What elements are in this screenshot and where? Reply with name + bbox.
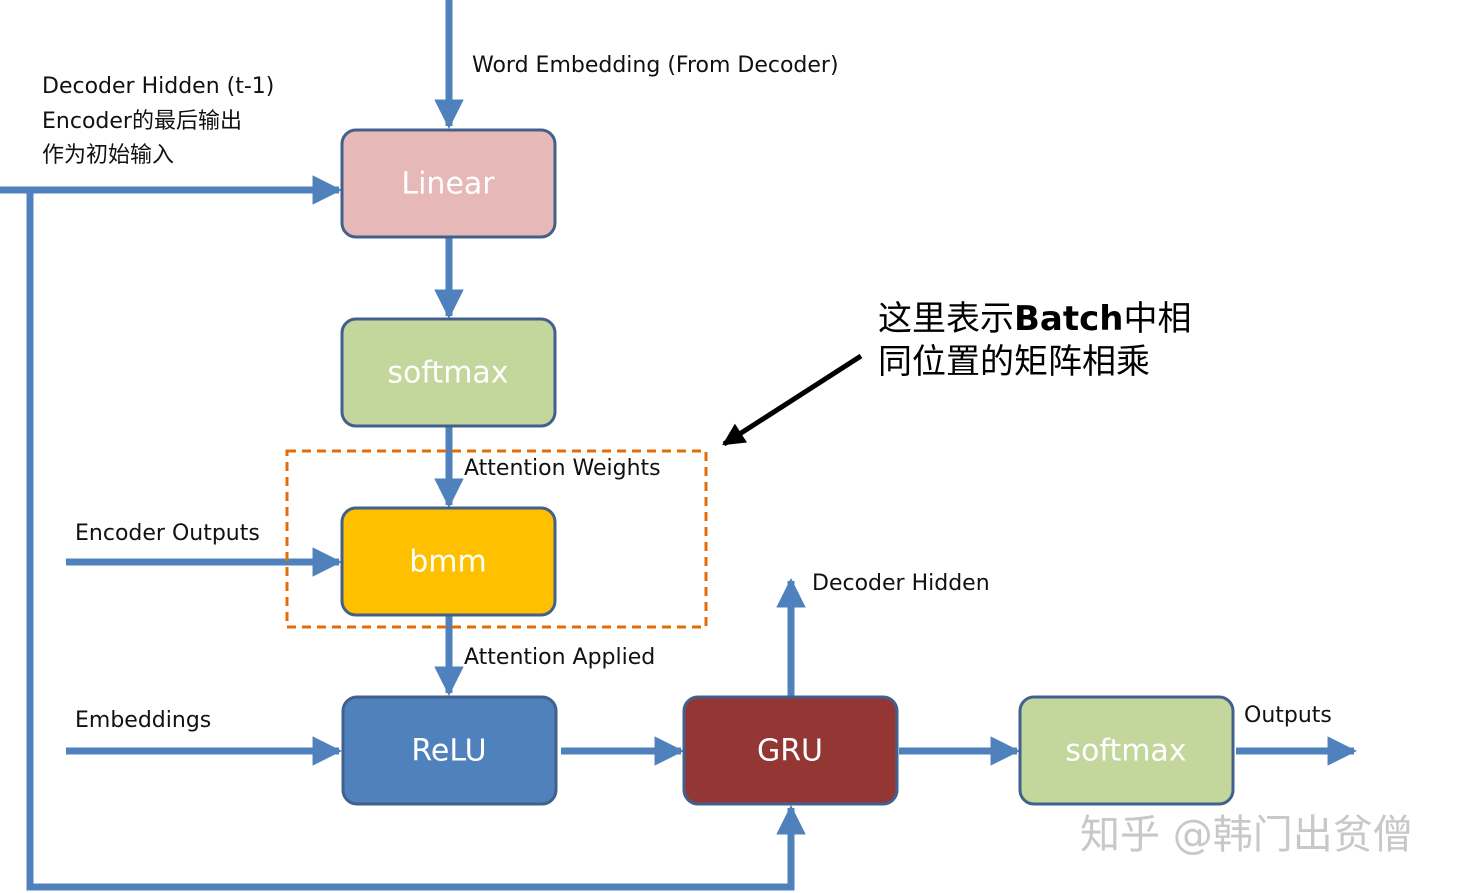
node-bmm: bmm bbox=[340, 506, 557, 617]
bmm-label: bmm bbox=[409, 545, 487, 580]
linear-box bbox=[340, 128, 557, 239]
label-decoder-hidden-out: Decoder Hidden bbox=[812, 571, 990, 596]
node-softmax-top: softmax bbox=[340, 317, 557, 428]
linear-label: Linear bbox=[401, 167, 495, 202]
label-decoder-hidden-in-3: 作为初始输入 bbox=[42, 143, 174, 168]
label-decoder-hidden-in-1: Decoder Hidden (t-1) bbox=[42, 74, 274, 99]
gru-box bbox=[682, 695, 899, 806]
flow-arrows bbox=[0, 0, 1357, 891]
gru-label: GRU bbox=[757, 734, 823, 769]
annotation-line-1-prefix: 这里表示 bbox=[878, 299, 1014, 339]
softmax-out-label: softmax bbox=[1065, 734, 1186, 769]
annotation-line-1-suffix: 中相 bbox=[1123, 299, 1191, 339]
label-attention-weights: Attention Weights bbox=[464, 456, 661, 481]
relu-box bbox=[341, 695, 558, 806]
label-decoder-hidden-in-2: Encoder的最后输出 bbox=[42, 109, 242, 134]
relu-label: ReLU bbox=[411, 734, 486, 769]
node-softmax-out: softmax bbox=[1018, 695, 1235, 806]
arrow-hidden-loop-to-gru bbox=[26, 190, 806, 891]
bmm-highlight-box bbox=[285, 449, 708, 629]
annotation-line-1-bold: Batch bbox=[1014, 299, 1123, 339]
softmax-top-box bbox=[340, 317, 557, 428]
label-attention-applied: Attention Applied bbox=[464, 645, 655, 670]
callout-arrow bbox=[722, 353, 863, 447]
node-linear: Linear bbox=[340, 128, 557, 239]
bmm-box bbox=[340, 506, 557, 617]
node-relu: ReLU bbox=[341, 695, 558, 806]
annotation-line-1: 这里表示Batch中相 bbox=[878, 299, 1191, 339]
label-embeddings: Embeddings bbox=[75, 708, 211, 733]
label-encoder-outputs: Encoder Outputs bbox=[75, 521, 260, 546]
node-gru: GRU bbox=[682, 695, 899, 806]
softmax-top-label: softmax bbox=[387, 356, 508, 391]
watermark: 知乎 @韩门出贫僧 bbox=[1080, 812, 1413, 858]
annotation-line-2: 同位置的矩阵相乘 bbox=[878, 342, 1150, 382]
label-outputs: Outputs bbox=[1244, 703, 1332, 728]
softmax-out-box bbox=[1018, 695, 1235, 806]
label-word-embedding: Word Embedding (From Decoder) bbox=[472, 53, 839, 78]
